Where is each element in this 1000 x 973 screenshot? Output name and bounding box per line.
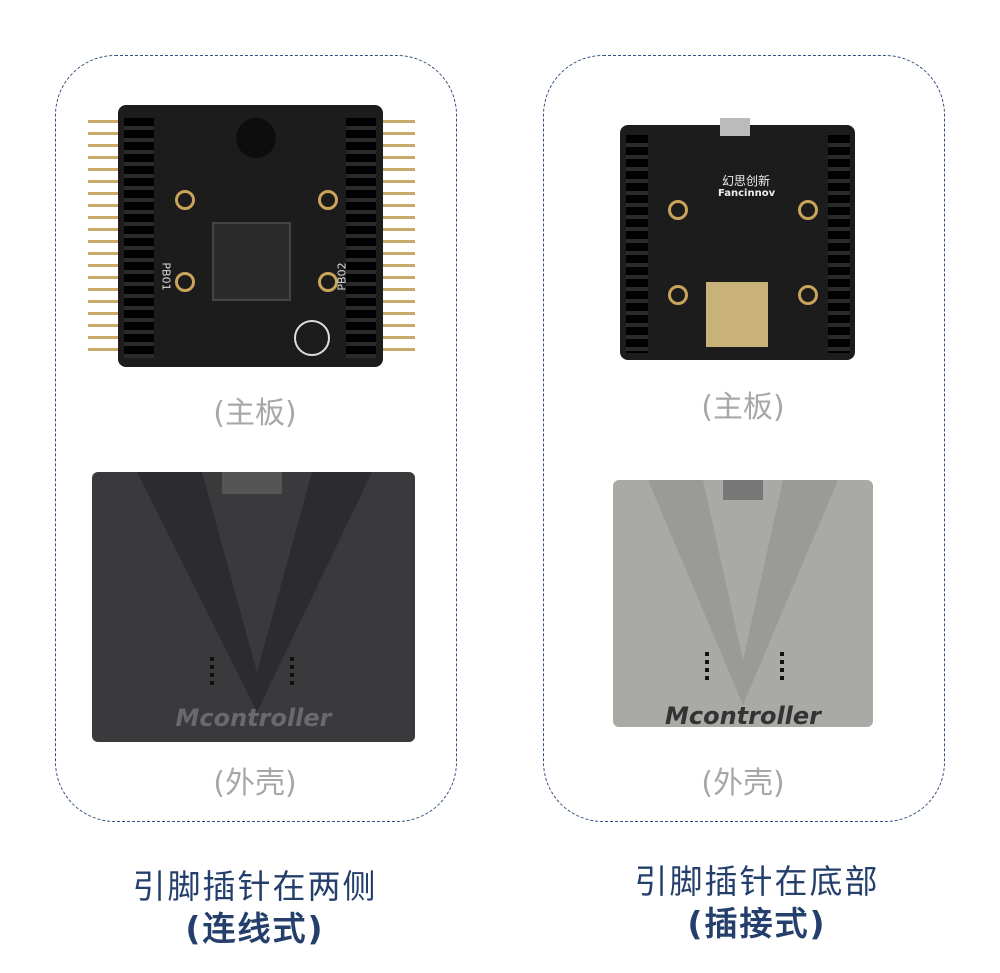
left-caption-line1: 引脚插针在两侧 — [132, 867, 378, 906]
case-v-moulding — [137, 472, 372, 712]
board-silk-pb02: PB02 — [335, 262, 349, 291]
board-logo-en: Fancinnov — [718, 188, 776, 199]
mounting-hole — [668, 200, 688, 220]
left-case-image: Mcontroller — [92, 472, 415, 742]
mounting-hole — [798, 200, 818, 220]
mounting-hole — [318, 190, 338, 210]
mounting-hole — [175, 272, 195, 292]
right-board-header-left — [626, 135, 648, 353]
usb-port — [720, 118, 750, 136]
right-board-header-right — [828, 135, 850, 353]
sd-card-slot — [706, 282, 768, 347]
board-silk-pb01: PB01 — [159, 262, 173, 291]
board-logo: 幻思创新 — [722, 174, 771, 188]
left-board-chip — [212, 222, 291, 301]
right-board-label: (主板) — [701, 390, 785, 425]
left-board-silk-circle — [294, 320, 330, 356]
left-board-header-left — [124, 118, 154, 358]
case-logo: Mcontroller — [175, 704, 332, 732]
case-logo: Mcontroller — [664, 702, 822, 727]
mounting-hole — [318, 272, 338, 292]
left-board-label: (主板) — [213, 396, 297, 431]
mounting-hole — [798, 285, 818, 305]
right-caption-line2: (插接式) — [687, 904, 827, 943]
left-board-header-right — [346, 118, 376, 358]
mounting-hole — [175, 190, 195, 210]
left-caption-line2: (连线式) — [185, 909, 325, 948]
case-led-dots — [780, 652, 784, 680]
left-panel — [55, 55, 457, 822]
left-board-buzzer — [236, 118, 276, 158]
right-case-image: Mcontroller — [613, 480, 873, 727]
case-led-dots — [210, 657, 214, 685]
case-led-dots — [290, 657, 294, 685]
right-panel — [543, 55, 945, 822]
case-led-dots — [705, 652, 709, 680]
right-caption-line1: 引脚插针在底部 — [634, 862, 880, 901]
case-v-moulding — [648, 480, 838, 705]
mounting-hole — [668, 285, 688, 305]
right-case-label: (外壳) — [701, 766, 785, 801]
left-case-label: (外壳) — [213, 766, 297, 801]
